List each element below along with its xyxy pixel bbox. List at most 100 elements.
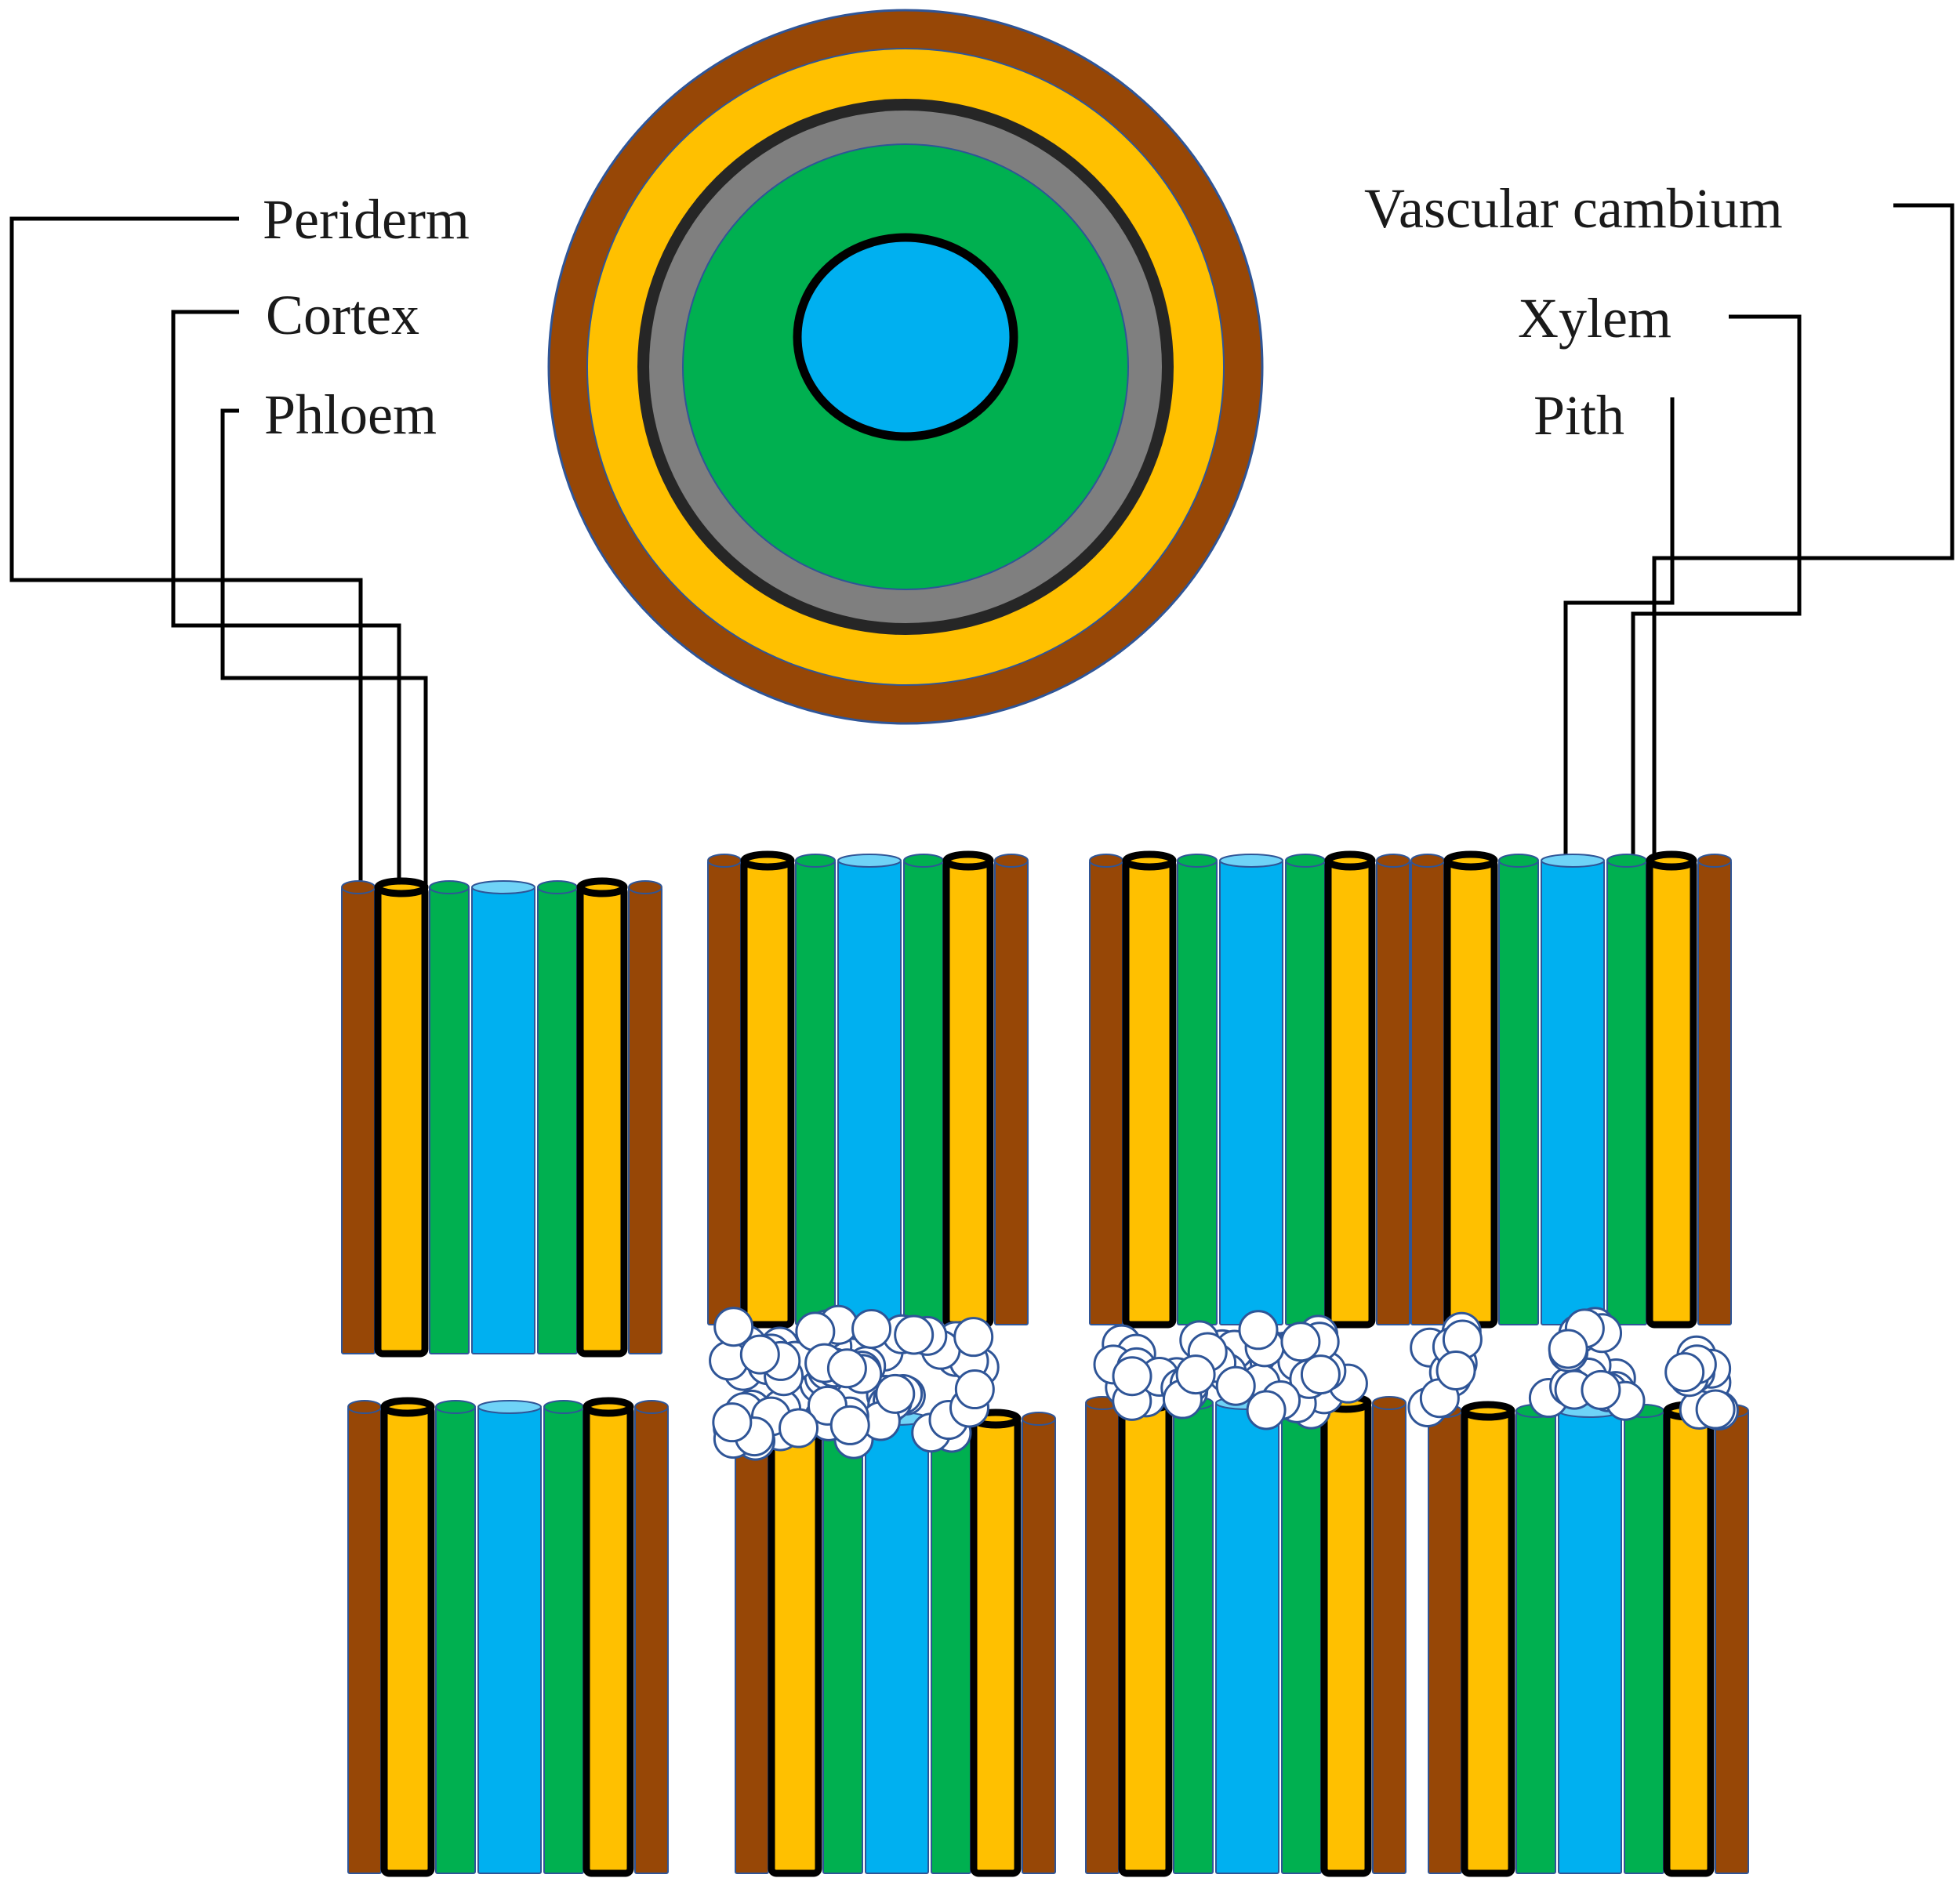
periderm-strip-top bbox=[1022, 1412, 1056, 1426]
xylem-strip-top bbox=[1177, 854, 1218, 868]
pith-strip bbox=[1541, 860, 1605, 1325]
callus-cell bbox=[1548, 1329, 1588, 1369]
callus-cell bbox=[1436, 1350, 1476, 1390]
label-vascular-cambium: Vascular cambium bbox=[1364, 177, 1783, 240]
periderm-strip bbox=[1428, 1410, 1462, 1874]
cortex-strip-top bbox=[1122, 850, 1177, 871]
callus-cell bbox=[1175, 1354, 1216, 1395]
cortex-strip bbox=[768, 1415, 822, 1877]
periderm-strip bbox=[1376, 860, 1410, 1325]
cortex-strip-top bbox=[1324, 850, 1376, 871]
xylem-strip-top bbox=[795, 854, 836, 868]
callus-cell bbox=[1300, 1354, 1341, 1395]
segment-1-lower bbox=[347, 1397, 669, 1877]
leader-cortex bbox=[171, 310, 401, 888]
cortex-strip bbox=[1663, 1407, 1715, 1877]
cortex-strip-top bbox=[1646, 850, 1697, 871]
label-pith: Pith bbox=[1534, 384, 1624, 447]
cortex-strip bbox=[970, 1415, 1022, 1877]
callus-cluster-3 bbox=[1093, 1310, 1368, 1430]
periderm-strip-top bbox=[707, 854, 742, 868]
cortex-strip bbox=[380, 1403, 435, 1877]
xylem-strip-top bbox=[1606, 854, 1647, 868]
pith-strip bbox=[837, 860, 902, 1325]
xylem-strip-top bbox=[435, 1400, 476, 1414]
callus-cell bbox=[739, 1334, 780, 1375]
cortex-strip-top bbox=[740, 850, 795, 871]
periderm-strip bbox=[707, 860, 742, 1325]
pith-strip-top bbox=[477, 1400, 542, 1414]
pith-strip bbox=[1558, 1410, 1622, 1874]
xylem-strip bbox=[543, 1406, 584, 1874]
periderm-strip bbox=[1022, 1418, 1056, 1874]
label-periderm: Periderm bbox=[263, 188, 470, 251]
cortex-strip-top bbox=[576, 877, 628, 897]
periderm-strip bbox=[347, 1406, 382, 1874]
segment-2-upper bbox=[707, 850, 1029, 1329]
cortex-strip bbox=[1461, 1407, 1515, 1877]
callus-cell bbox=[1280, 1322, 1321, 1362]
periderm-strip bbox=[1089, 860, 1123, 1325]
xylem-strip-top bbox=[903, 854, 944, 868]
xylem-strip-top bbox=[1498, 854, 1539, 868]
cortex-strip-top bbox=[942, 850, 994, 871]
callus-cluster-4b bbox=[1528, 1307, 1646, 1421]
callus-cell bbox=[1215, 1365, 1256, 1406]
xylem-strip bbox=[1281, 1402, 1322, 1874]
segment-1-upper bbox=[341, 877, 662, 1358]
periderm-strip bbox=[634, 1406, 669, 1874]
pith-strip bbox=[471, 886, 535, 1354]
xylem-strip bbox=[1285, 860, 1326, 1325]
xylem-strip bbox=[1177, 860, 1218, 1325]
callus-cell bbox=[1112, 1356, 1152, 1397]
callus-cell bbox=[894, 1314, 935, 1355]
xylem-strip bbox=[429, 886, 470, 1354]
periderm-strip-top bbox=[1376, 854, 1410, 868]
xylem-strip bbox=[435, 1406, 476, 1874]
leader-xylem bbox=[1631, 314, 1802, 856]
label-cortex: Cortex bbox=[266, 284, 419, 346]
periderm-strip bbox=[1697, 860, 1732, 1325]
periderm-strip bbox=[1372, 1402, 1406, 1874]
cortex-strip bbox=[1122, 857, 1177, 1329]
periderm-strip bbox=[1715, 1410, 1749, 1874]
periderm-strip-top bbox=[341, 880, 376, 894]
callus-cell bbox=[713, 1307, 754, 1347]
cortex-strip bbox=[1118, 1399, 1173, 1877]
stem-segments bbox=[341, 850, 1749, 1877]
cortex-strip-top bbox=[1461, 1401, 1515, 1421]
periderm-strip-top bbox=[628, 880, 662, 894]
pith-strip bbox=[477, 1406, 542, 1874]
pith-strip bbox=[865, 1418, 929, 1874]
cortex-strip bbox=[1646, 857, 1697, 1329]
callus-cluster-4c bbox=[1664, 1335, 1739, 1430]
callus-cell bbox=[779, 1408, 819, 1448]
xylem-strip bbox=[822, 1418, 863, 1874]
pith-strip-top bbox=[1219, 854, 1283, 868]
cortex-strip-top bbox=[374, 877, 429, 897]
callus-cluster-2 bbox=[709, 1304, 1000, 1461]
pith-strip-top bbox=[1541, 854, 1605, 868]
callus-cell bbox=[851, 1308, 892, 1349]
segment-4-upper bbox=[1410, 850, 1732, 1329]
callus-cluster-4a bbox=[1407, 1311, 1483, 1427]
label-xylem: Xylem bbox=[1518, 287, 1671, 350]
xylem-strip-top bbox=[543, 1400, 584, 1414]
xylem-strip bbox=[903, 860, 944, 1325]
periderm-strip-top bbox=[347, 1400, 382, 1414]
pith-strip bbox=[1219, 860, 1283, 1325]
xylem-strip bbox=[1498, 860, 1539, 1325]
xylem-strip-top bbox=[537, 880, 578, 894]
periderm-strip bbox=[1410, 860, 1445, 1325]
leader-periderm bbox=[9, 216, 363, 894]
leader-phloem bbox=[220, 408, 428, 888]
xylem-strip bbox=[1606, 860, 1647, 1325]
xylem-strip bbox=[1624, 1410, 1664, 1874]
pith-strip-top bbox=[471, 880, 535, 894]
callus-cell bbox=[953, 1317, 994, 1358]
cortex-strip-top bbox=[1443, 850, 1498, 871]
cortex-strip bbox=[583, 1403, 634, 1877]
stem-cross-section bbox=[547, 9, 1264, 725]
callus-cell bbox=[1581, 1369, 1621, 1410]
callus-cell bbox=[712, 1402, 753, 1443]
